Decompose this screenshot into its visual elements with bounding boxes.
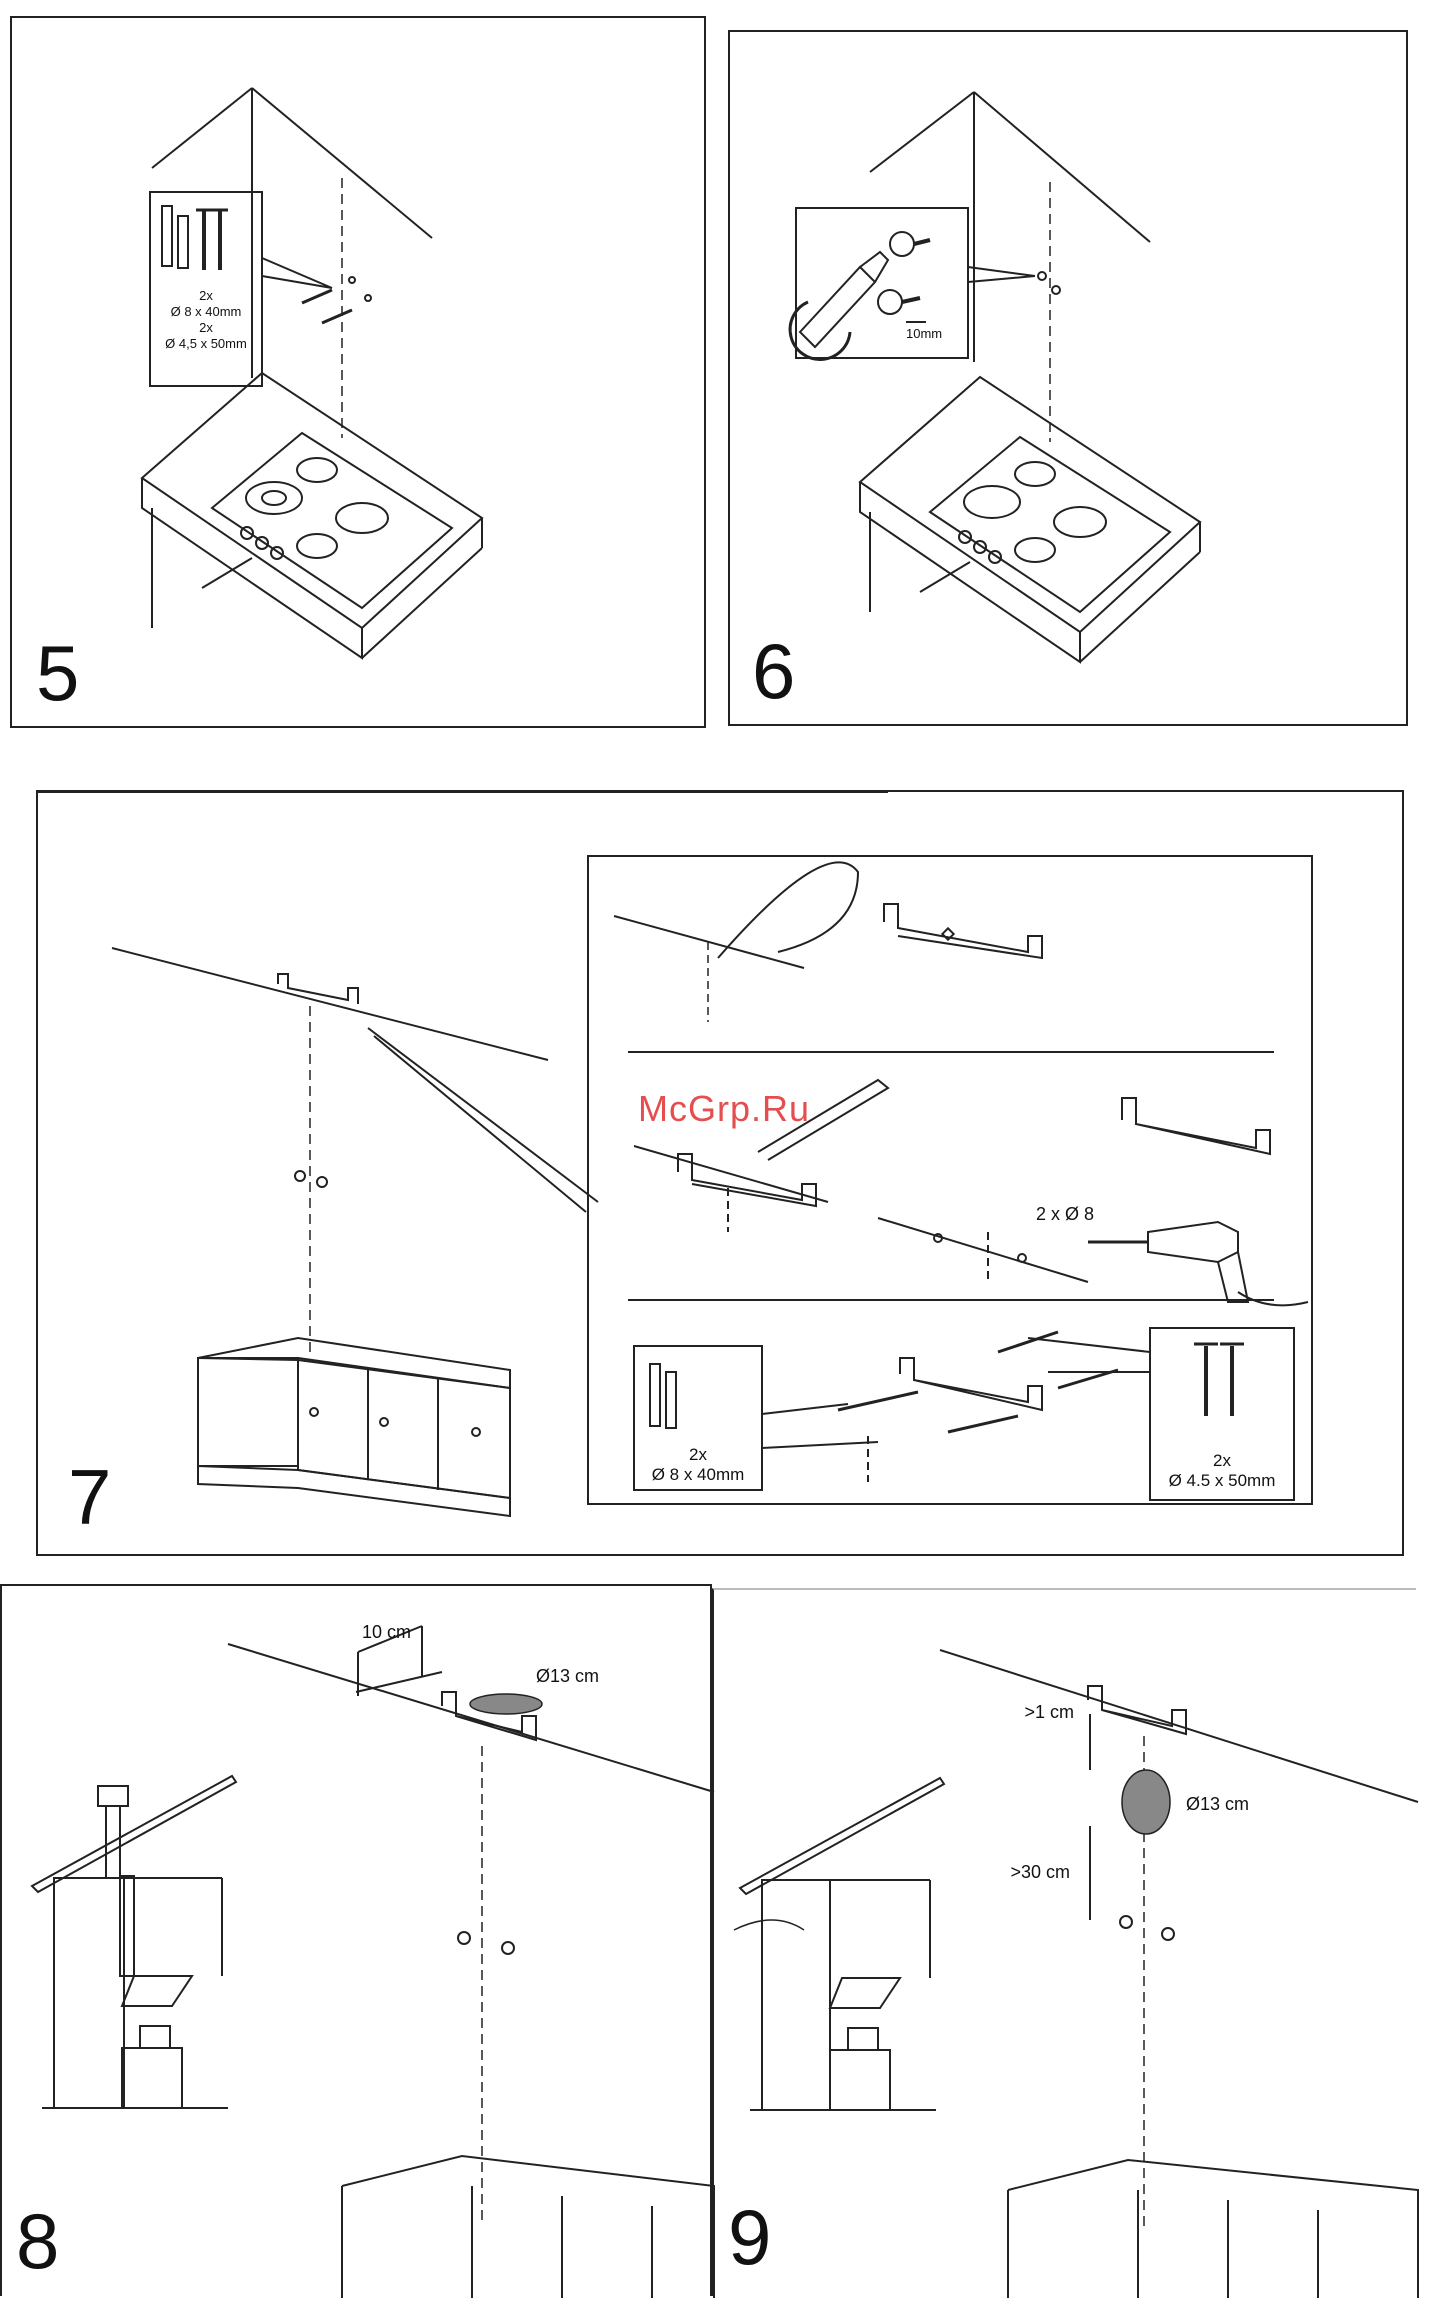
step-8-illustration: 10 cm Ø13 cm [2, 1586, 714, 2298]
step-7-drill-label: 2 x Ø 8 [1036, 1204, 1094, 1224]
step-7-plug-size: Ø 8 x 40mm [652, 1465, 745, 1484]
step-9-hole-marker [1122, 1770, 1170, 1834]
step-6-depth-label: 10mm [906, 326, 942, 341]
step-6-number: 6 [752, 632, 795, 710]
step-5-panel: 2x Ø 8 x 40mm 2x Ø 4,5 x 50mm 5 [10, 16, 706, 728]
step-8-panel: 10 cm Ø13 cm 8 [0, 1584, 712, 2296]
step-9-gap-top-label: >1 cm [1024, 1702, 1074, 1722]
step-5-size-1: Ø 8 x 40mm [171, 304, 242, 319]
step-9-number: 9 [728, 2198, 771, 2276]
step-8-number: 8 [16, 2202, 59, 2280]
step-7-illustration: 2 x Ø 8 2x Ø 8 x 40mm 2x Ø 4.5 x 50mm [38, 792, 1406, 1558]
step-5-illustration: 2x Ø 8 x 40mm 2x Ø 4,5 x 50mm [12, 18, 708, 730]
watermark-text: McGrp.Ru [638, 1088, 810, 1130]
step-9-panel: >1 cm Ø13 cm >30 cm 9 [712, 1588, 1416, 2296]
step-9-diameter-label: Ø13 cm [1186, 1794, 1249, 1814]
step-8-diameter-label: Ø13 cm [536, 1666, 599, 1686]
step-5-qty-1: 2x [199, 288, 213, 303]
step-7-screw-size: Ø 4.5 x 50mm [1169, 1471, 1276, 1490]
step-7-panel: 2 x Ø 8 2x Ø 8 x 40mm 2x Ø 4.5 x 50mm 7 [36, 790, 1404, 1556]
step-5-number: 5 [36, 634, 79, 712]
step-5-size-2: Ø 4,5 x 50mm [165, 336, 247, 351]
step-8-hole-marker [470, 1694, 542, 1714]
step-9-gap-bottom-label: >30 cm [1010, 1862, 1070, 1882]
step-9-illustration: >1 cm Ø13 cm >30 cm [714, 1590, 1418, 2298]
step-7-number: 7 [68, 1458, 111, 1536]
step-7-screw-qty: 2x [1213, 1451, 1231, 1470]
step-6-illustration: 10mm [730, 32, 1410, 728]
step-6-panel: 10mm 6 [728, 30, 1408, 726]
step-5-qty-2: 2x [199, 320, 213, 335]
step-8-offset-label: 10 cm [362, 1622, 411, 1642]
step-7-plug-qty: 2x [689, 1445, 707, 1464]
